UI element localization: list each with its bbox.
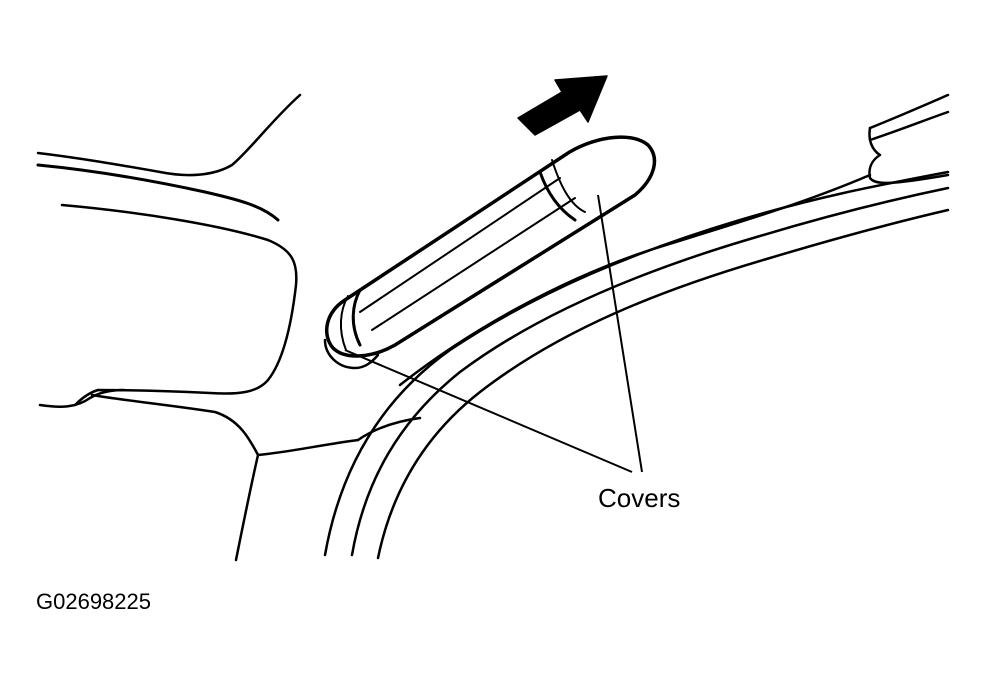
window-frame <box>323 93 950 560</box>
trim-panel-left <box>36 93 422 562</box>
figure-id: G02698225 <box>36 589 151 614</box>
callout-label-covers: Covers <box>598 483 680 513</box>
callout-leaders <box>344 194 643 473</box>
direction-arrow-icon <box>517 75 608 136</box>
grab-handle <box>323 135 657 370</box>
